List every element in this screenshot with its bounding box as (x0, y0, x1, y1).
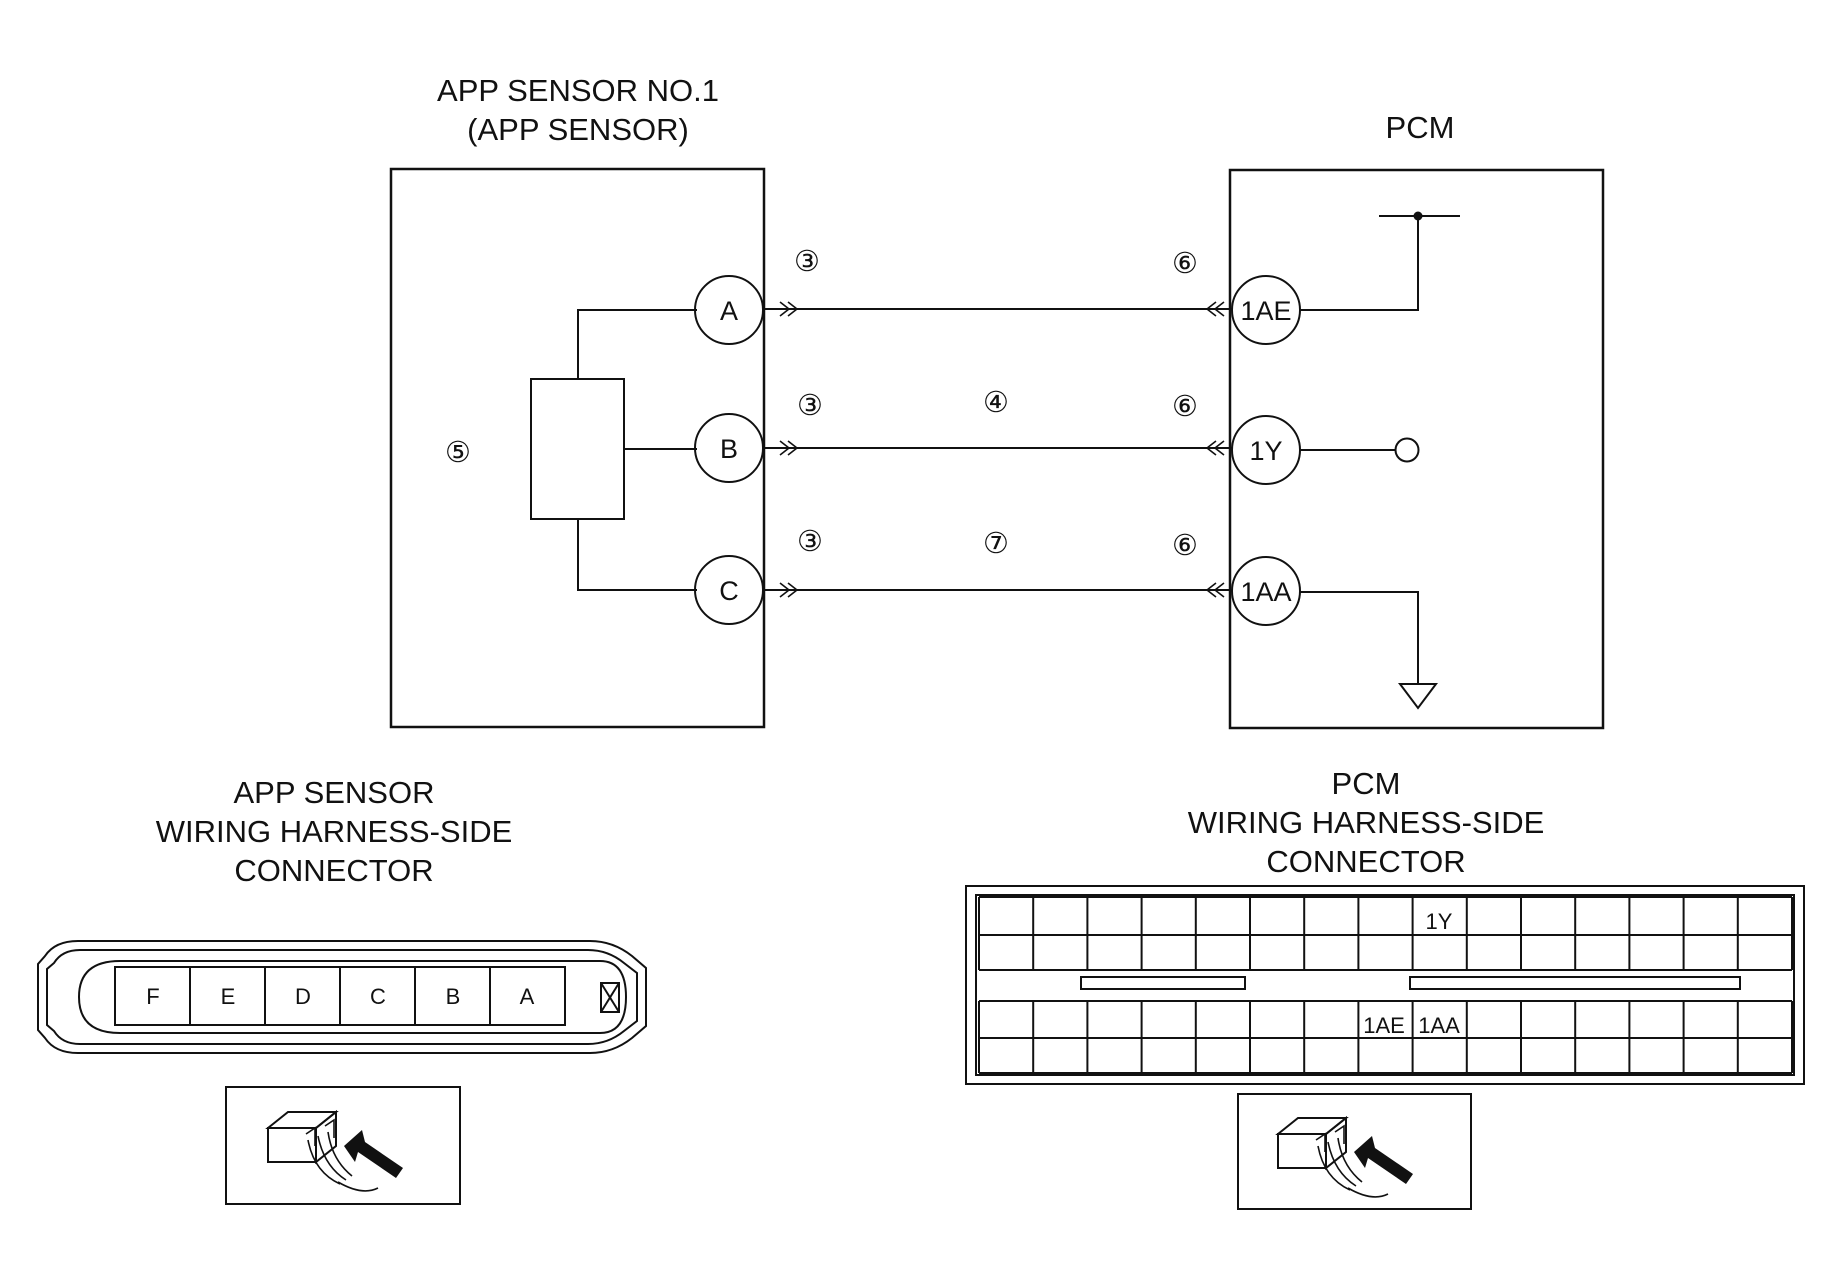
sensor-pin-a: A (694, 275, 764, 345)
pcm-connector-label-1ae: 1AE (1363, 1013, 1405, 1038)
pcm-connector: 1Y 1AE 1AA (965, 885, 1805, 1085)
pcm-pin-1y: 1Y (1231, 415, 1301, 485)
callout-mid-c: ⑦ (983, 528, 1009, 560)
pcm-supply-node (1413, 211, 1423, 221)
pcm-signal-terminal (1394, 437, 1420, 463)
svg-text:1AA: 1AA (1240, 577, 1291, 607)
svg-text:B: B (446, 984, 461, 1009)
svg-text:D: D (295, 984, 311, 1009)
wire-a-1ae (764, 301, 1232, 317)
ground-symbol-icon (1398, 683, 1438, 710)
callout-pcm-1ae: ⑥ (1172, 248, 1198, 280)
sensor-lead-a (577, 309, 697, 379)
pcm-connector-title-line3: CONNECTOR (1266, 844, 1465, 879)
svg-text:1AE: 1AE (1240, 296, 1291, 326)
svg-text:E: E (221, 984, 236, 1009)
pcm-ground-line (1300, 591, 1419, 684)
sensor-pin-b: B (694, 413, 764, 483)
harness-side-view-icon (1237, 1093, 1472, 1210)
pcm-connector-label-1y: 1Y (1426, 909, 1453, 934)
svg-text:B: B (720, 434, 738, 464)
callout-sensor-b: ③ (797, 390, 823, 422)
connector-arrow-icon (779, 440, 799, 456)
app-sensor-connector: F E D C B A (37, 940, 647, 1054)
connector-arrow-icon (1205, 440, 1225, 456)
pcm-block (1228, 168, 1605, 730)
connector-arrow-icon (779, 301, 799, 317)
callout-pcm-1aa: ⑥ (1172, 530, 1198, 562)
callout-pcm-1y: ⑥ (1172, 391, 1198, 423)
pcm-title: PCM (1386, 110, 1455, 145)
connector-arrow-icon (1205, 301, 1225, 317)
sensor-connector-title-line3: CONNECTOR (234, 853, 433, 888)
svg-text:C: C (719, 576, 739, 606)
pcm-connector-title-line2: WIRING HARNESS-SIDE (1188, 805, 1545, 840)
sensor-title-line1: APP SENSOR NO.1 (437, 73, 719, 108)
blocked-cavity-icon (600, 982, 620, 1013)
callout-sensor-c: ③ (797, 526, 823, 558)
svg-text:A: A (720, 296, 738, 326)
connector-arrow-icon (779, 582, 799, 598)
pcm-connector-grid (978, 896, 1793, 1074)
pcm-pin-1ae: 1AE (1231, 275, 1301, 345)
svg-text:A: A (520, 984, 535, 1009)
connector-arrow-icon (1205, 582, 1225, 598)
sensor-pin-c: C (694, 555, 764, 625)
sensor-connector-title-line1: APP SENSOR (233, 775, 434, 810)
svg-text:F: F (146, 984, 159, 1009)
callout-sensor-a: ③ (794, 246, 820, 278)
sensor-lead-c (577, 519, 697, 591)
pcm-connector-label-1aa: 1AA (1418, 1013, 1460, 1038)
harness-side-view-icon (225, 1086, 461, 1205)
sensor-element (530, 378, 625, 520)
sensor-title-line2: (APP SENSOR) (467, 112, 689, 147)
callout-mid-b: ④ (983, 387, 1009, 419)
sensor-callout: ⑤ (445, 437, 471, 469)
wire-c-1aa (764, 582, 1232, 598)
pcm-pin-1aa: 1AA (1231, 556, 1301, 626)
svg-text:C: C (370, 984, 386, 1009)
svg-text:1Y: 1Y (1249, 436, 1282, 466)
wire-b-1y (764, 440, 1232, 456)
pcm-supply-line (1300, 216, 1419, 311)
pcm-connector-title-line1: PCM (1332, 766, 1401, 801)
sensor-connector-title-line2: WIRING HARNESS-SIDE (156, 814, 513, 849)
